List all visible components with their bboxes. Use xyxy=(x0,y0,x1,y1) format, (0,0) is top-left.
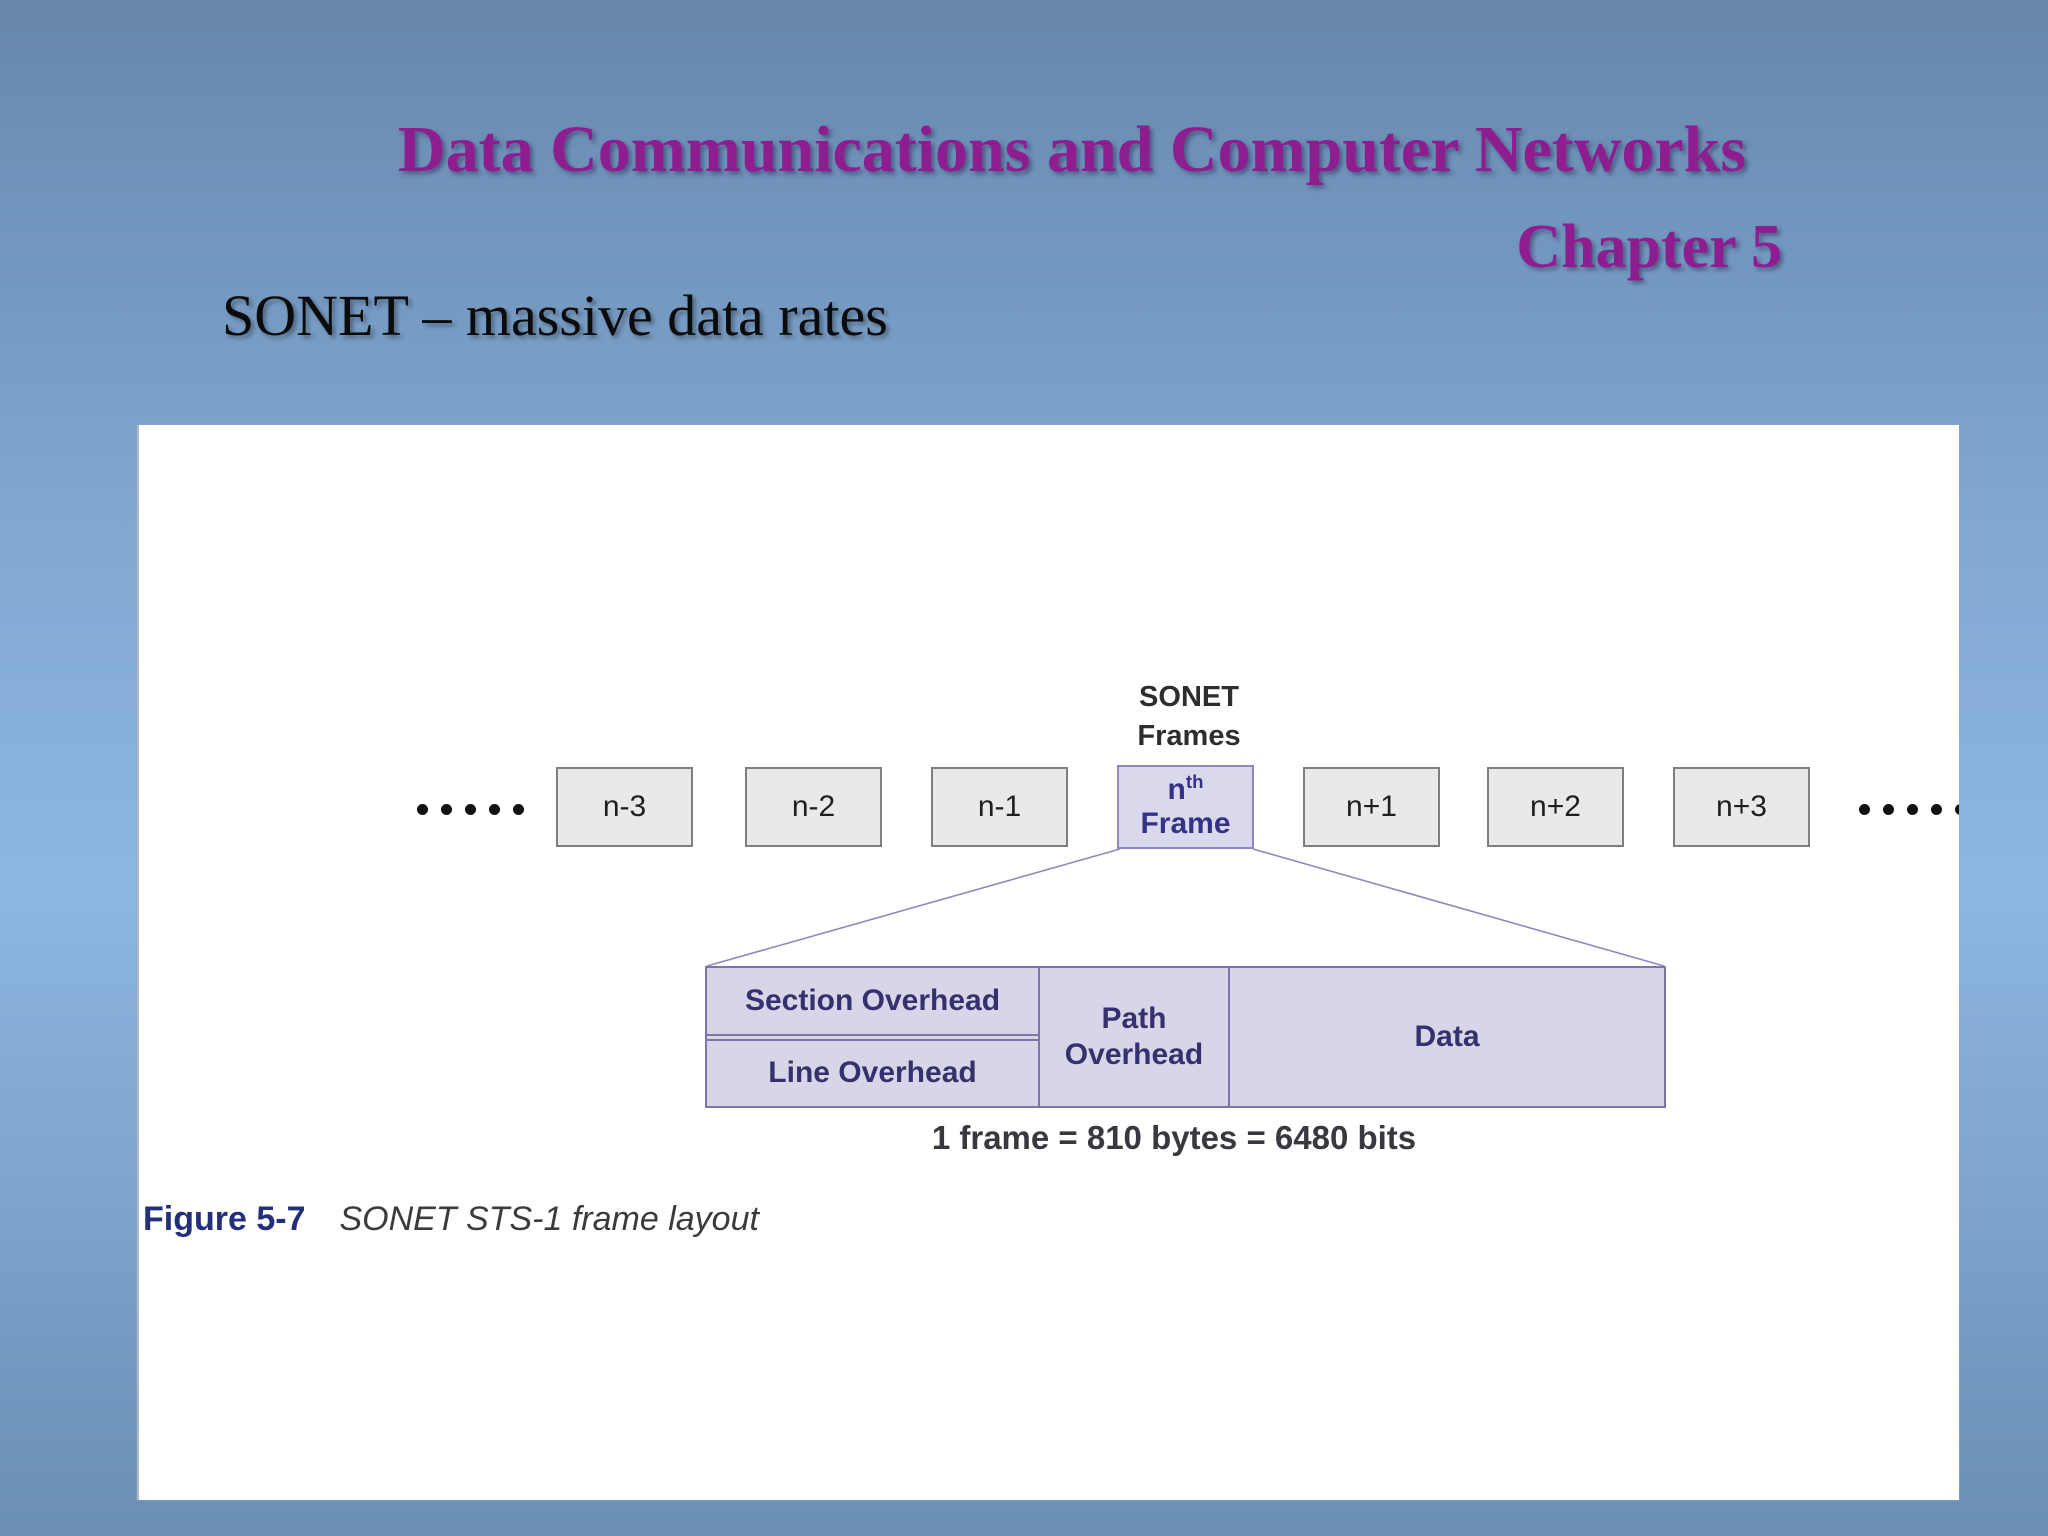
figure-caption: Figure 5-7 SONET STS-1 frame layout xyxy=(143,1200,759,1239)
frame-size-note: 1 frame = 810 bytes = 6480 bits xyxy=(931,1119,1417,1156)
frame-box: n-1 xyxy=(931,767,1068,847)
chapter-label: Chapter 5 xyxy=(1516,213,1782,281)
line-overhead-cell: Line Overhead xyxy=(707,1038,1038,1107)
data-cell: Data xyxy=(1414,1020,1480,1053)
figure-caption-text: SONET STS-1 frame layout xyxy=(339,1200,759,1238)
ellipsis-dot xyxy=(417,804,428,815)
sonet-frames-label-line1: SONET xyxy=(1139,681,1239,713)
frame-box: n-3 xyxy=(556,767,693,847)
course-title: Data Communications and Computer Network… xyxy=(397,113,1747,186)
ellipsis-dot xyxy=(1931,804,1942,815)
ellipsis-dot xyxy=(465,804,476,815)
ellipsis-dot xyxy=(441,804,452,815)
ellipsis-dot xyxy=(1883,804,1894,815)
figure-caption-label: Figure 5-7 xyxy=(143,1200,306,1238)
frame-box: n+2 xyxy=(1487,767,1624,847)
connector-lines xyxy=(706,848,1665,967)
slide-heading: SONET – massive data rates xyxy=(222,283,888,348)
frame-layout-box: Section Overhead Line Overhead Path Over… xyxy=(705,966,1666,1108)
frame-box: n+3 xyxy=(1673,767,1810,847)
ellipsis-right xyxy=(1859,804,1959,815)
ellipsis-dot xyxy=(489,804,500,815)
path-overhead-cell: Path Overhead xyxy=(1040,968,1230,1106)
ellipsis-dot xyxy=(1955,804,1959,815)
ellipsis-dot xyxy=(513,804,524,815)
overhead-column: Section Overhead Line Overhead xyxy=(707,968,1040,1106)
sonet-frames-label: SONET Frames xyxy=(1137,678,1240,756)
ellipsis-dot xyxy=(1907,804,1918,815)
frame-box: n-2 xyxy=(745,767,882,847)
frame-box: n+1 xyxy=(1303,767,1440,847)
sonet-frames-label-line2: Frames xyxy=(1137,720,1241,752)
ellipsis-left xyxy=(417,804,524,815)
ellipsis-dot xyxy=(1859,804,1870,815)
section-overhead-cell: Section Overhead xyxy=(707,968,1038,1036)
